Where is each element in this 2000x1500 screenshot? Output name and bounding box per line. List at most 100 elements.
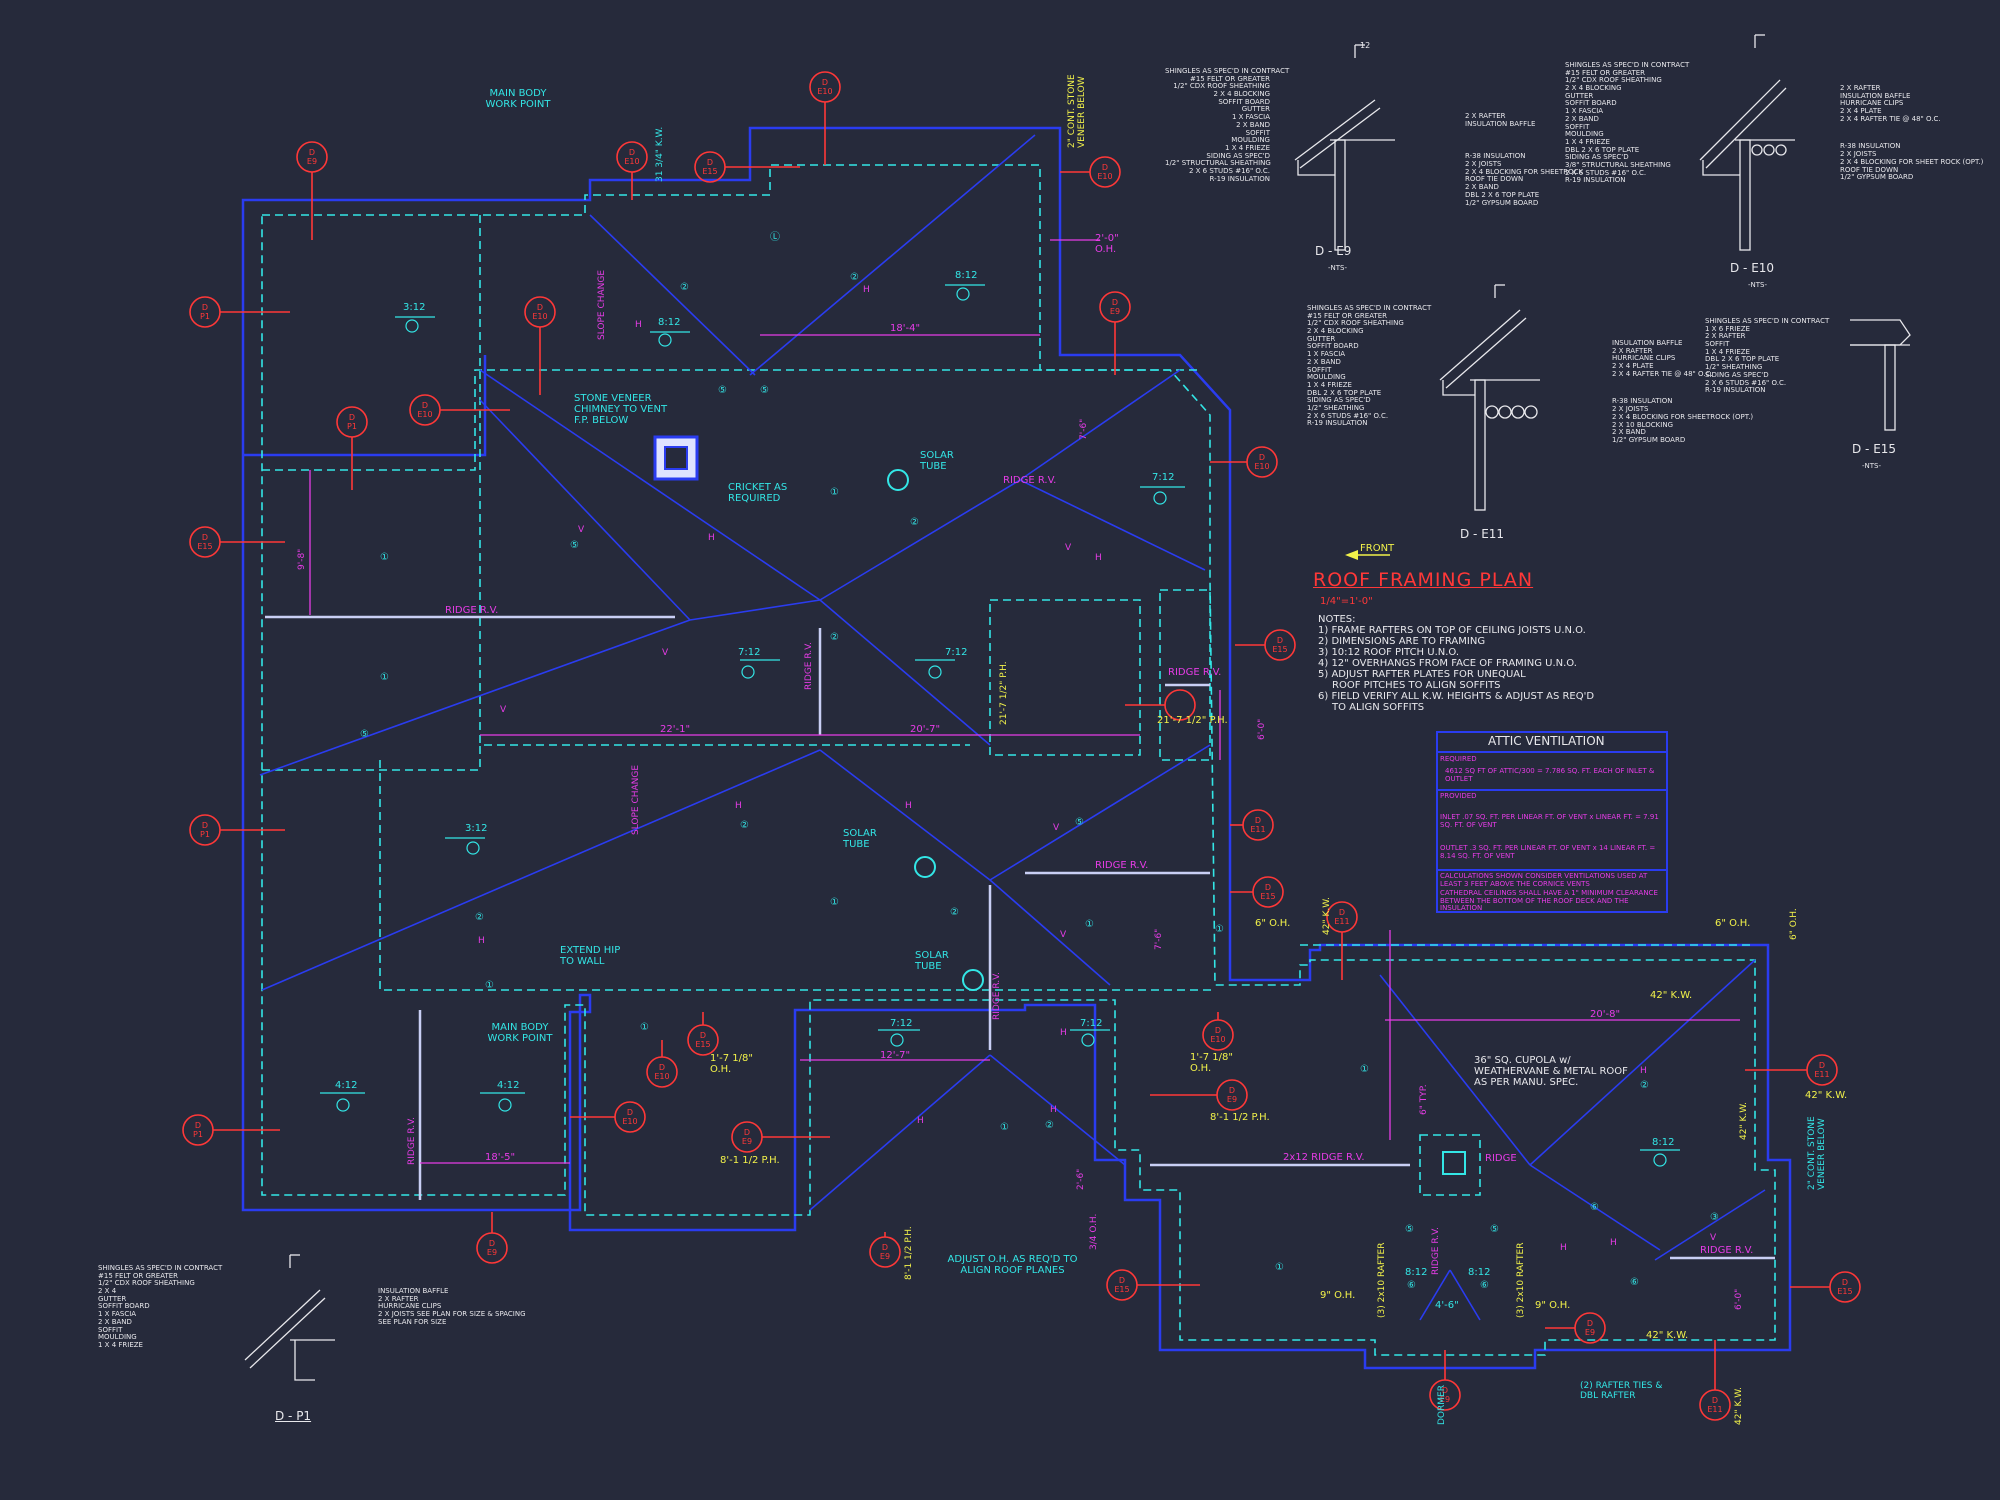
kw-label: 42" K.W. — [1734, 1387, 1744, 1425]
building-outline — [241, 126, 1792, 1370]
dim-label: 18'-5" — [485, 1152, 516, 1163]
rafter-label: (3) 2x10 RAFTER — [1377, 1242, 1387, 1318]
dim-label: 21'-7 1/2" P.H. — [999, 661, 1009, 725]
ridge-label: RIDGE R.V. — [445, 605, 499, 616]
rafter-ties-label: (2) RAFTER TIES & DBL RAFTER — [1580, 1381, 1663, 1401]
kw-label: 42" K.W. — [1805, 1090, 1848, 1101]
detail-e9-left-labels: SHINGLES AS SPEC'D IN CONTRACT#15 FELT O… — [1165, 67, 1290, 183]
section-callouts — [182, 71, 1861, 1421]
svg-text:①: ① — [380, 552, 389, 563]
svg-text:H: H — [708, 533, 715, 543]
detail-e11-title: D - E11 — [1460, 527, 1505, 541]
note-line: 4) 12" OVERHANGS FROM FACE OF FRAMING U.… — [1318, 658, 1577, 669]
dim-label: 6" O.H. — [1715, 918, 1751, 929]
dim-label: 2'-6" — [1076, 1168, 1086, 1190]
ridge-label: RIDGE R.V. — [1700, 1245, 1754, 1256]
detail-e9-nts: -NTS- — [1328, 264, 1348, 272]
svg-text:E15: E15 — [695, 1040, 710, 1049]
pitch-label: 7:12 — [890, 1018, 913, 1029]
svg-text:E10: E10 — [532, 312, 547, 321]
svg-text:D: D — [202, 533, 208, 542]
kw-label: 42" K.W. — [1650, 990, 1693, 1001]
extend-hip-label: EXTEND HIP TO WALL — [560, 945, 621, 967]
dim-label: 20'-8" — [1590, 1009, 1621, 1020]
svg-text:⑤: ⑤ — [760, 385, 769, 396]
svg-text:D: D — [1102, 163, 1108, 172]
svg-text:H: H — [1050, 1105, 1057, 1115]
svg-text:D: D — [1712, 1396, 1718, 1405]
svg-text:E10: E10 — [417, 410, 432, 419]
detail-e15-title: D - E15 — [1852, 442, 1897, 456]
svg-text:H: H — [635, 320, 642, 330]
pitch-label: 8:12 — [658, 317, 681, 328]
svg-text:D: D — [1119, 1276, 1125, 1285]
svg-text:①: ① — [830, 487, 839, 498]
note-line: TO ALIGN SOFFITS — [1332, 702, 1425, 713]
svg-text:E15: E15 — [1260, 892, 1275, 901]
dim-label: 8'-1 1/2 P.H. — [1210, 1112, 1270, 1123]
dim-label: 6" O.H. — [1789, 908, 1799, 940]
svg-text:E11: E11 — [1814, 1070, 1829, 1079]
svg-text:H: H — [1610, 1238, 1617, 1248]
svg-text:V: V — [578, 525, 585, 535]
svg-text:①: ① — [485, 980, 494, 991]
hip-valley-lines — [259, 134, 1766, 1321]
dim-label: 8'-1 1/2 P.H. — [720, 1155, 780, 1166]
dimension-lines — [309, 239, 1740, 1164]
svg-text:D: D — [1229, 1086, 1235, 1095]
svg-text:D: D — [202, 821, 208, 830]
detail-e11-drawing — [1439, 284, 1540, 511]
page-title: ROOF FRAMING PLAN — [1313, 569, 1534, 591]
svg-text:D: D — [309, 148, 315, 157]
dim-label: 9" O.H. — [1320, 1290, 1356, 1301]
ridge-label: RIDGE R.V. — [1003, 475, 1057, 486]
svg-text:E9: E9 — [1440, 1395, 1450, 1404]
detail-e10-drawing — [1699, 34, 1795, 251]
svg-text:③: ③ — [1710, 1212, 1719, 1223]
notes-block: NOTES: 1) FRAME RAFTERS ON TOP OF CEILIN… — [1318, 614, 1594, 713]
svg-text:H: H — [863, 285, 870, 295]
svg-text:①: ① — [640, 1022, 649, 1033]
solar-tube-label: SOLAR TUBE — [843, 828, 877, 850]
av-required-row: 4612 SQ FT OF ATTIC/300 = 7.786 SQ. FT. … — [1445, 767, 1655, 783]
svg-text:⑥: ⑥ — [1630, 1277, 1639, 1288]
note-line: ROOF PITCHES TO ALIGN SOFFITS — [1332, 680, 1501, 691]
svg-text:E11: E11 — [1707, 1405, 1722, 1414]
svg-text:D: D — [882, 1243, 888, 1252]
work-point-label: MAIN BODY WORK POINT — [487, 1022, 553, 1044]
kw-label: 42" K.W. — [1322, 897, 1332, 935]
svg-text:D: D — [195, 1121, 201, 1130]
dim-label: 6'-0" — [1734, 1288, 1744, 1310]
svg-text:D: D — [349, 413, 355, 422]
svg-text:E10: E10 — [654, 1072, 669, 1081]
av-provided-label: PROVIDED — [1440, 792, 1477, 800]
av-note: CATHEDRAL CEILINGS SHALL HAVE A 1" MINIM… — [1440, 889, 1658, 913]
attic-ventilation-box — [1436, 731, 1668, 913]
rafter-label: (3) 2x10 RAFTER — [1516, 1242, 1526, 1318]
slope-change-label: SLOPE CHANGE — [631, 764, 641, 835]
svg-text:H: H — [1560, 1243, 1567, 1253]
solar-tube-icon — [887, 469, 1466, 1175]
dim-label: 21'-7 1/2" P.H. — [1157, 715, 1228, 726]
svg-text:E10: E10 — [817, 87, 832, 96]
ridge-label: RIDGE R.V. — [407, 1116, 417, 1165]
front-arrow-icon — [1345, 550, 1390, 560]
svg-text:⑥: ⑥ — [1407, 1280, 1416, 1291]
dim-label: 7'-6" — [1079, 418, 1089, 440]
detail-e9-drawing — [1294, 44, 1395, 251]
pitch-label: 8:12 — [955, 270, 978, 281]
svg-text:D: D — [822, 78, 828, 87]
svg-text:E10: E10 — [1254, 462, 1269, 471]
svg-text:⑥: ⑥ — [1480, 1280, 1489, 1291]
svg-text:E15: E15 — [1114, 1285, 1129, 1294]
ridge-label: RIDGE — [1485, 1153, 1517, 1164]
svg-text:P1: P1 — [200, 312, 210, 321]
pitch-label: 3:12 — [465, 823, 488, 834]
svg-text:E15: E15 — [1272, 645, 1287, 654]
svg-text:⑤: ⑤ — [360, 729, 369, 740]
kw-label: 42" K.W. — [1646, 1330, 1689, 1341]
ridge-label: RIDGE R.V. — [1168, 667, 1222, 678]
